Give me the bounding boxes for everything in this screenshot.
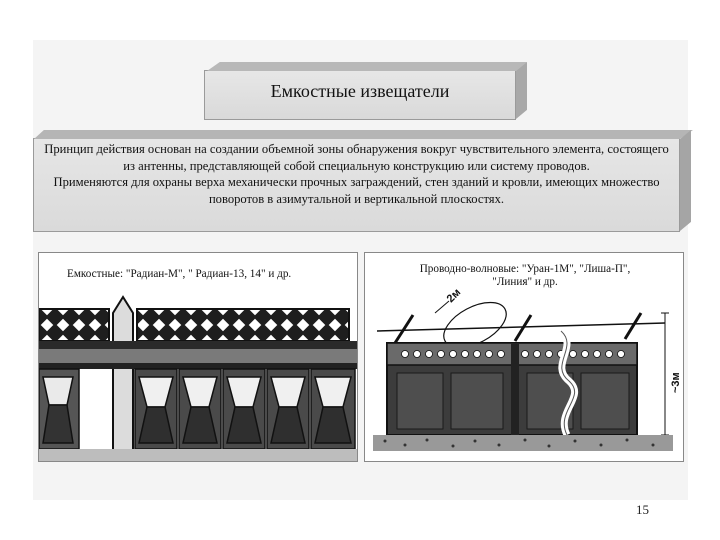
capacitive-fence-illustration: [39, 295, 357, 461]
right-figure-caption: Проводно-волновые: "Уран-1М", "Лиша-П", …: [385, 263, 665, 289]
slide-title: Емкостные извещатели: [270, 81, 450, 101]
lattice-right: [136, 308, 350, 342]
right-figure-caption-line1: Проводно-волновые: "Уран-1М", "Лиша-П",: [419, 263, 631, 275]
lattice-left: [39, 308, 110, 342]
page-number: 15: [636, 502, 649, 517]
left-figure-caption: Емкостные: "Радиан-М", " Радиан-13, 14" …: [67, 268, 292, 280]
wire-wave-fence-illustration: 2м ~3м: [373, 287, 682, 451]
capacitive-fence-figure: Емкостные: "Радиан-М", " Радиан-13, 14" …: [38, 252, 358, 462]
description-principle: Принцип действия основан на создании объ…: [44, 142, 669, 173]
right-figure-caption-line2: "Линия" и др.: [492, 276, 558, 288]
description-text: Принцип действия основан на создании объ…: [40, 141, 673, 207]
wire-wave-fence-figure: 2м ~3м Проводно-: [364, 252, 684, 462]
description-box-bevel: [34, 130, 693, 139]
description-box-side: [680, 130, 691, 231]
description-box: Принцип действия основан на создании объ…: [33, 130, 693, 232]
title-banner-side: [516, 62, 527, 119]
description-usage: Применяются для охраны верха механически…: [53, 175, 660, 206]
height-dimension-label: ~3м: [670, 372, 682, 393]
title-banner: Емкостные извещатели: [204, 62, 527, 120]
title-banner-bevel: [207, 62, 527, 71]
fence-post: [112, 295, 134, 454]
